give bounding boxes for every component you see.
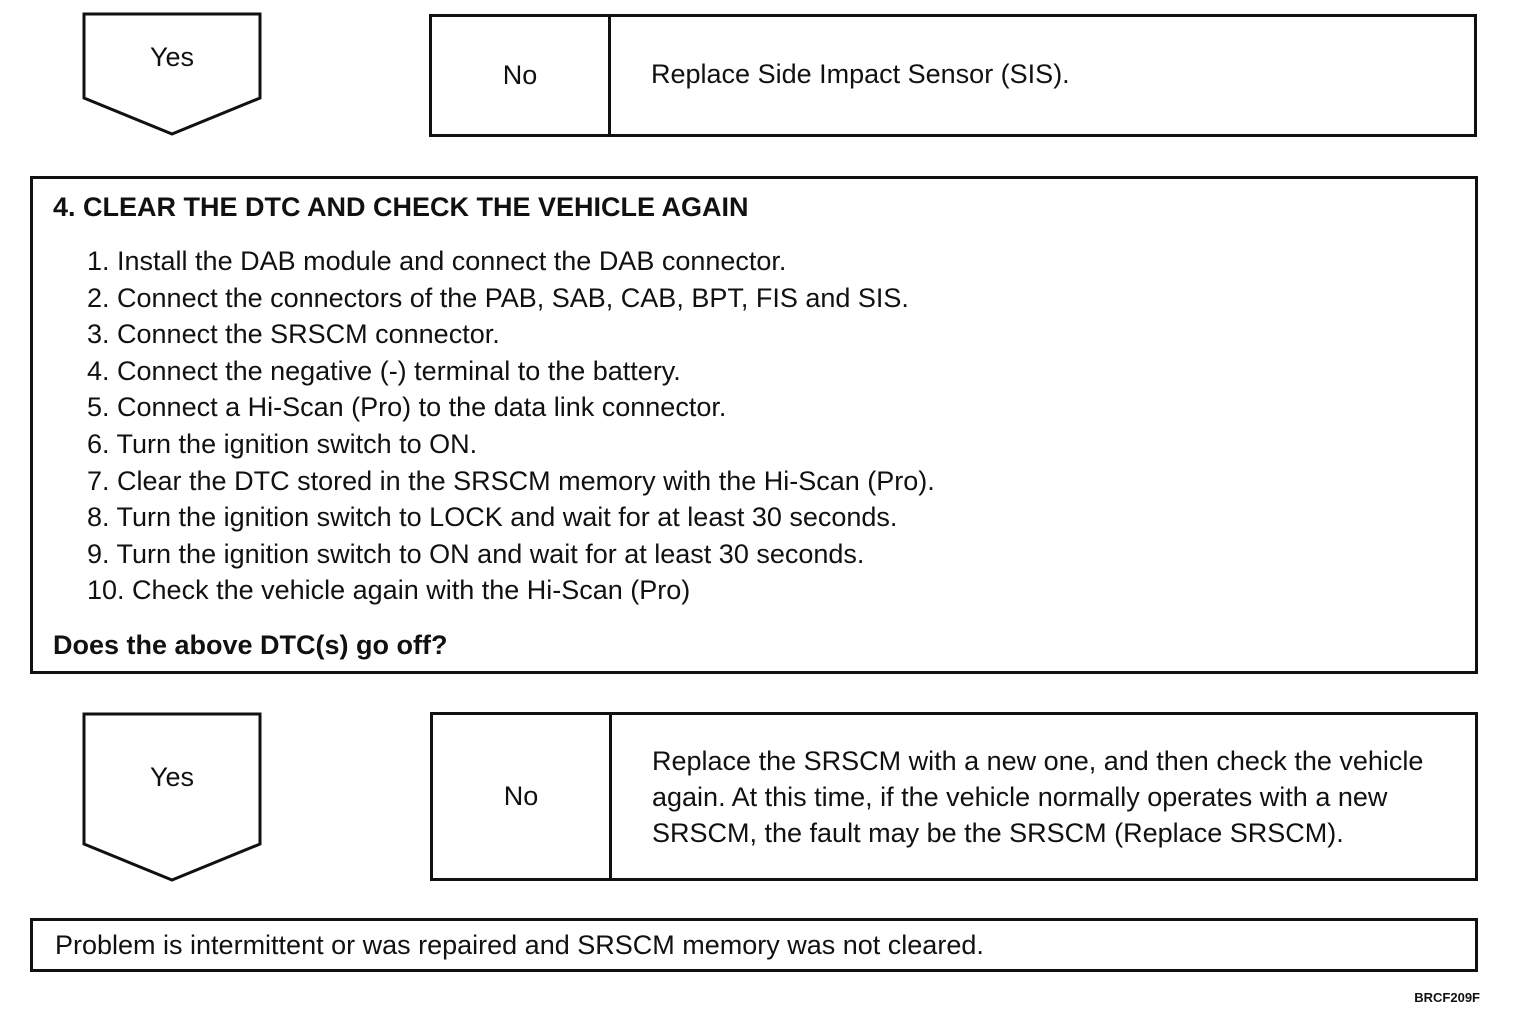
step-item: 6. Turn the ignition switch to ON.	[87, 428, 478, 459]
step-item: 4. Connect the negative (-) terminal to …	[87, 355, 681, 386]
no-action-1: Replace Side Impact Sensor (SIS).	[651, 58, 1070, 89]
step-item: 8. Turn the ignition switch to LOCK and …	[87, 502, 898, 533]
step-4-question: Does the above DTC(s) go off?	[53, 629, 448, 660]
yes-arrow-1: Yes	[82, 12, 262, 136]
figure-code: BRCF209F	[1414, 990, 1480, 1005]
no-answer-box-2: No Replace the SRSCM with a new one, and…	[430, 712, 1478, 881]
step-item: 5. Connect a Hi-Scan (Pro) to the data l…	[87, 392, 727, 423]
yes-arrow-shape-1	[82, 12, 262, 136]
step-item: 2. Connect the connectors of the PAB, SA…	[87, 282, 909, 313]
step-item: 9. Turn the ignition switch to ON and wa…	[87, 538, 865, 569]
no-label-2: No	[433, 715, 612, 878]
step-item: 7. Clear the DTC stored in the SRSCM mem…	[87, 465, 935, 496]
no-action-2: Replace the SRSCM with a new one, and th…	[652, 745, 1424, 848]
step-4-list: 1. Install the DAB module and connect th…	[53, 243, 1455, 609]
result-box: Problem is intermittent or was repaired …	[30, 918, 1478, 972]
step-4-box: 4. CLEAR THE DTC AND CHECK THE VEHICLE A…	[30, 176, 1478, 674]
step-item: 3. Connect the SRSCM connector.	[87, 319, 500, 350]
yes-arrow-2: Yes	[82, 712, 262, 882]
step-4-title: 4. CLEAR THE DTC AND CHECK THE VEHICLE A…	[53, 192, 749, 222]
no-answer-box-1: No Replace Side Impact Sensor (SIS).	[429, 14, 1477, 137]
yes-arrow-shape-2	[82, 712, 262, 882]
yes-label-1: Yes	[149, 42, 195, 72]
step-item: 1. Install the DAB module and connect th…	[87, 246, 787, 276]
yes-label-2: Yes	[149, 762, 195, 792]
step-item: 10. Check the vehicle again with the Hi-…	[87, 575, 691, 606]
no-label-1: No	[432, 17, 611, 134]
